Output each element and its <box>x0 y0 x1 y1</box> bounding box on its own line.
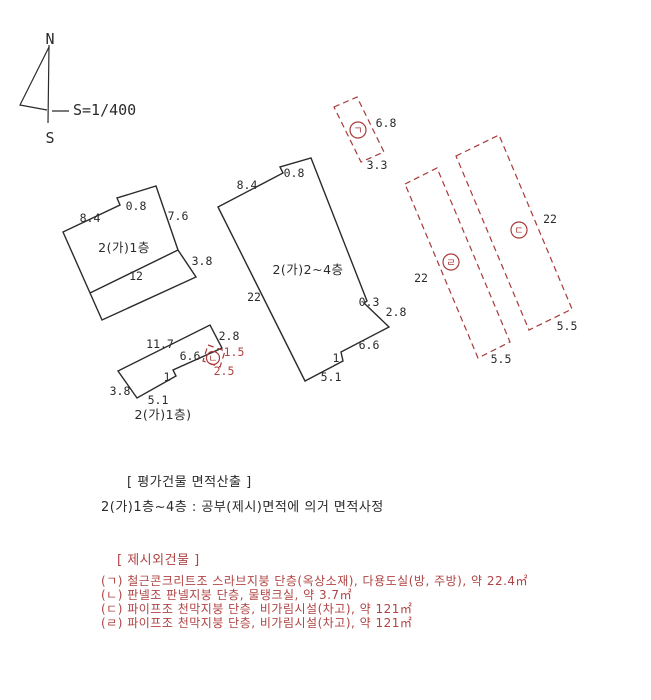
dim-a-0-8: 0.8 <box>126 199 147 213</box>
building-b-label: 2(가)2~4층 <box>272 262 343 277</box>
extra-building-r-mark: ㄹ <box>446 258 455 269</box>
dim-g-3-3: 3.3 <box>367 158 388 172</box>
dim-b-8-4: 8.4 <box>237 178 258 192</box>
extra-building-n-mark: ㄴ <box>208 354 217 365</box>
dim-n-1-5: 1.5 <box>224 345 245 359</box>
dim-r-22: 22 <box>414 271 428 285</box>
extra-building-d: ㄷ 22 5.5 <box>455 134 578 333</box>
extra-building-r-mark-circle <box>442 253 460 271</box>
north-arrow-axis <box>47 44 50 124</box>
north-arrow: N S S=1/400 <box>19 30 136 147</box>
dim-b-1: 1 <box>333 351 340 365</box>
extra-buildings-title: [ 제시외건물 ] <box>117 553 200 568</box>
extra-building-line-n: (ㄴ) 판넬조 판넬지붕 단층, 물탱크실, 약 3.7㎡ <box>101 588 353 602</box>
dim-c-11-7: 11.7 <box>146 337 174 351</box>
dim-d-5-5: 5.5 <box>557 319 578 333</box>
extra-building-d-mark-circle <box>510 221 528 239</box>
extra-building-r: ㄹ 22 5.5 <box>404 167 512 366</box>
dim-g-6-8: 6.8 <box>376 116 397 130</box>
building-a-outline <box>62 185 198 321</box>
building-c-label: 2(가)1층) <box>134 407 191 422</box>
extra-building-line-d: (ㄷ) 파이프조 천막지붕 단층, 비가림시설(차고), 약 121㎡ <box>101 602 413 616</box>
extra-building-g-mark-circle <box>349 121 367 139</box>
dim-c-3-8: 3.8 <box>110 384 131 398</box>
appraisal-area-line: 2(가)1층~4층 : 공부(제시)면적에 의거 면적사정 <box>101 500 384 515</box>
extra-building-n: ㄴ 1.5 2.5 <box>202 344 245 378</box>
dim-c-5-1: 5.1 <box>148 393 169 407</box>
extra-building-g-outline <box>333 96 385 163</box>
extra-building-line-g: (ㄱ) 철근콘크리트조 스라브지붕 단층(옥상소재), 다용도실(방, 주방),… <box>101 574 529 588</box>
building-b-outline <box>217 157 391 382</box>
dim-a-8-4: 8.4 <box>80 211 101 225</box>
north-label: N <box>45 30 54 48</box>
dim-b-0-8: 0.8 <box>284 166 305 180</box>
appraisal-area-title: [ 평가건물 면적산출 ] <box>127 475 252 490</box>
extra-building-n-outline <box>202 344 226 368</box>
dim-a-12: 12 <box>129 269 143 283</box>
dim-r-5-5: 5.5 <box>491 352 512 366</box>
dim-b-5-1: 5.1 <box>321 370 342 384</box>
dim-b-22: 22 <box>247 290 261 304</box>
dim-c-2-8: 2.8 <box>219 329 240 343</box>
dim-c-6-6: 6.6 <box>180 349 201 363</box>
site-plan-drawing: N S S=1/400 2(가)1층 8.4 0.8 7.6 3.8 12 2(… <box>19 30 578 422</box>
dim-b-2-8: 2.8 <box>386 305 407 319</box>
extra-buildings-list: (ㄱ) 철근콘크리트조 스라브지붕 단층(옥상소재), 다용도실(방, 주방),… <box>101 574 528 630</box>
north-arrow-triangle <box>19 46 50 111</box>
scale-label: S=1/400 <box>73 101 136 119</box>
extra-building-g-mark: ㄱ <box>353 126 362 137</box>
south-label: S <box>45 129 54 147</box>
extra-building-r-outline <box>404 167 511 359</box>
extra-building-line-r: (ㄹ) 파이프조 천막지붕 단층, 비가림시설(차고), 약 121㎡ <box>101 616 413 630</box>
dim-b-0-3: 0.3 <box>359 295 380 309</box>
building-a-label: 2(가)1층 <box>98 240 150 255</box>
dim-c-1: 1 <box>164 370 171 384</box>
extra-building-d-mark: ㄷ <box>514 226 523 237</box>
building-a-inner-line <box>89 249 179 294</box>
dim-a-3-8: 3.8 <box>192 254 213 268</box>
building-b: 2(가)2~4층 8.4 0.8 22 0.3 2.8 6.6 1 5.1 <box>217 157 407 384</box>
extra-building-g: ㄱ 6.8 3.3 <box>333 96 397 172</box>
building-c-outline <box>116 324 223 399</box>
dim-n-2-5: 2.5 <box>214 364 235 378</box>
dim-d-22: 22 <box>543 212 557 226</box>
extra-building-n-mark-circle <box>205 350 221 366</box>
building-c: 2(가)1층) 11.7 2.8 6.6 1 3.8 5.1 <box>110 324 240 422</box>
extra-building-d-outline <box>455 134 573 331</box>
building-a: 2(가)1층 8.4 0.8 7.6 3.8 12 <box>62 185 213 321</box>
dim-a-7-6: 7.6 <box>168 209 189 223</box>
dim-b-6-6: 6.6 <box>359 338 380 352</box>
